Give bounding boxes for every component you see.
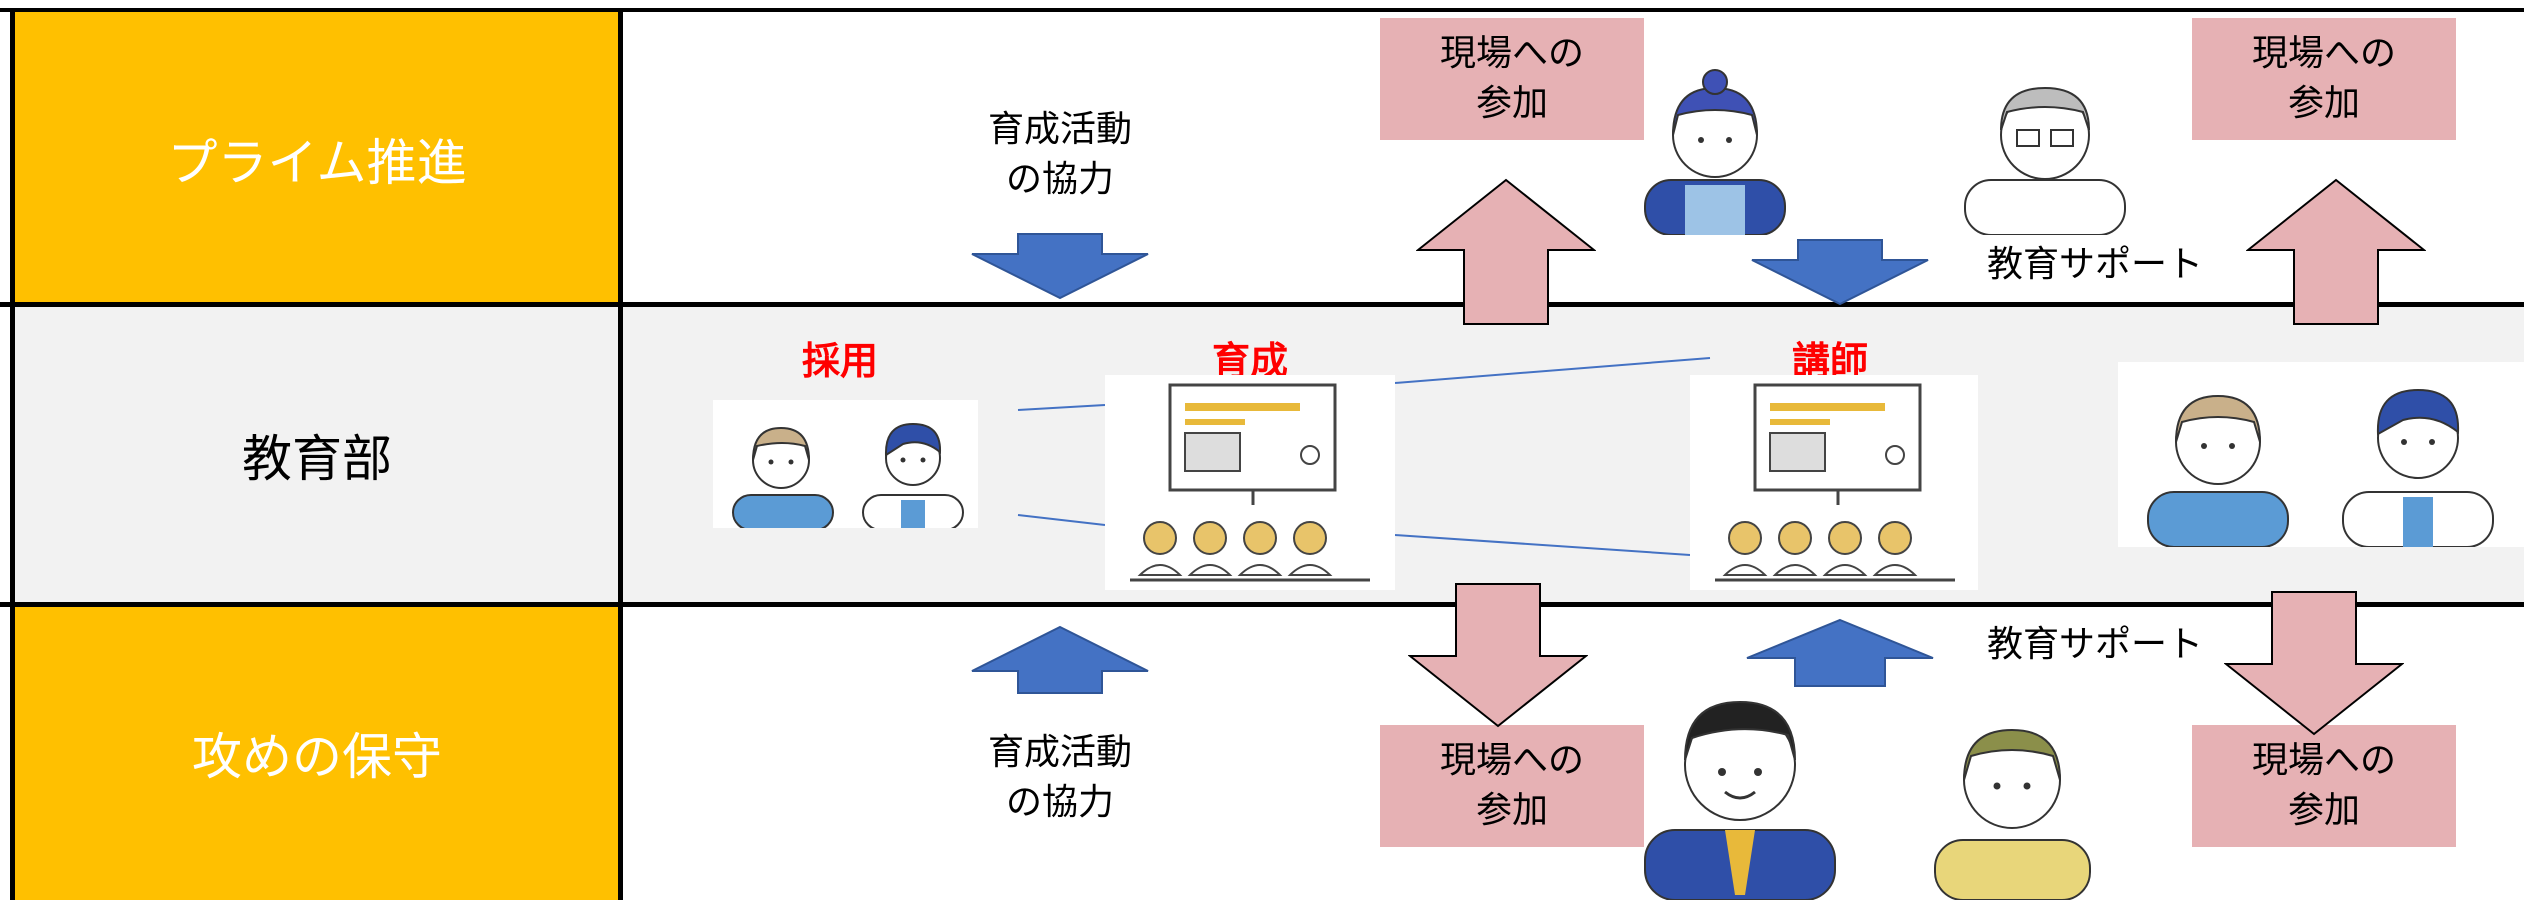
row-label-education: 教育部 bbox=[14, 305, 620, 605]
pink-arrow-down-icon bbox=[2224, 591, 2404, 736]
support-text-top: 教育サポート bbox=[1986, 244, 2203, 285]
divider-top bbox=[0, 302, 2524, 307]
arrow-up-icon bbox=[1746, 618, 1934, 687]
person-icon bbox=[1644, 700, 1836, 900]
join-site-box-bottom-left: 現場への 参加 bbox=[1380, 725, 1644, 847]
row-label-prime: プライム推進 bbox=[14, 12, 620, 305]
top-border bbox=[0, 8, 2524, 12]
recruit-card bbox=[713, 400, 978, 528]
divider-bottom bbox=[0, 602, 2524, 607]
arrow-up-icon bbox=[971, 625, 1149, 694]
arrow-down-icon bbox=[1751, 239, 1929, 306]
classroom-icon bbox=[1130, 383, 1370, 582]
pink-arrow-down-icon bbox=[1408, 583, 1588, 728]
classroom-icon bbox=[1715, 383, 1955, 582]
person-icon bbox=[1964, 86, 2126, 235]
column-divider bbox=[618, 8, 623, 900]
join-site-box-top-left: 現場への 参加 bbox=[1380, 18, 1644, 140]
instructor-card bbox=[1690, 375, 1978, 590]
pink-arrow-up-icon bbox=[2246, 178, 2426, 325]
staff-card bbox=[2118, 362, 2524, 547]
support-text-bottom: 教育サポート bbox=[1986, 624, 2203, 665]
row-label-prime-text: プライム推進 bbox=[167, 133, 467, 192]
cooperation-text-bottom: 育成活動 の協力 bbox=[987, 732, 1132, 823]
arrow-down-icon bbox=[971, 233, 1149, 300]
join-site-box-bottom-right: 現場への 参加 bbox=[2192, 725, 2456, 847]
cooperation-text-top: 育成活動 の協力 bbox=[987, 109, 1132, 200]
pink-arrow-up-icon bbox=[1416, 178, 1596, 325]
join-site-box-top-right: 現場への 参加 bbox=[2192, 18, 2456, 140]
person-icon bbox=[1644, 69, 1786, 235]
person-icon bbox=[2147, 388, 2494, 547]
row-label-education-text: 教育部 bbox=[242, 430, 392, 488]
training-card bbox=[1105, 375, 1395, 590]
person-icon bbox=[732, 422, 964, 528]
person-icon bbox=[1934, 728, 2091, 900]
left-border bbox=[10, 8, 15, 900]
row-label-maintenance: 攻めの保守 bbox=[14, 605, 620, 900]
row-label-maintenance-text: 攻めの保守 bbox=[192, 727, 442, 786]
stage-label-recruit: 採用 bbox=[801, 339, 878, 383]
